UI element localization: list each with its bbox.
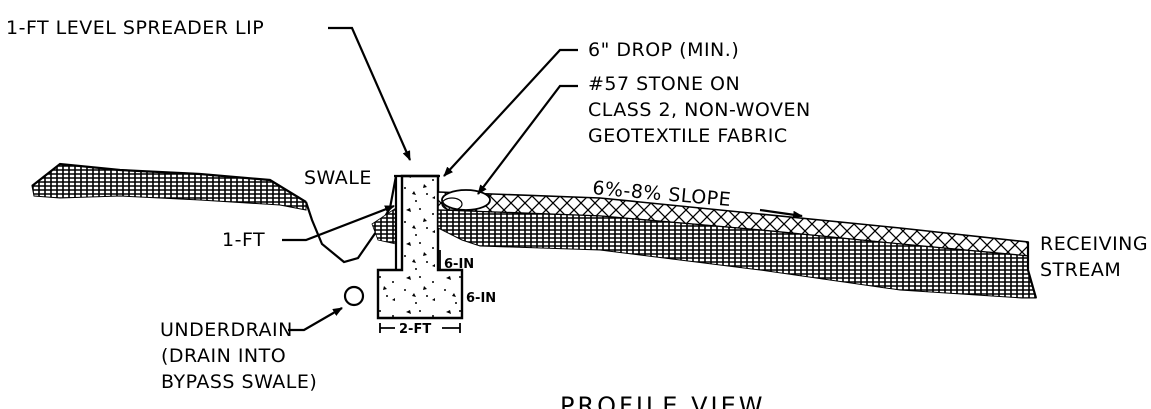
ground-surface-line-left <box>31 162 307 203</box>
receiving-stream-label-line1: RECEIVING <box>1040 233 1148 255</box>
swale-label: SWALE <box>304 167 372 189</box>
drop-leader <box>443 48 578 177</box>
drop-label: 6" DROP (MIN.) <box>588 39 739 61</box>
six-in-top-label: 6-IN <box>444 257 474 272</box>
stream-bank-line <box>1026 242 1038 299</box>
stone-cluster <box>441 197 463 211</box>
stone-cluster <box>441 189 491 211</box>
underdrain-leader <box>288 307 343 332</box>
spreader-lip-label: 1-FT LEVEL SPREADER LIP <box>6 17 264 39</box>
receiving-stream-label-line2: STREAM <box>1040 259 1121 281</box>
upslope-ground-hatch <box>31 163 307 211</box>
slope-arrow <box>759 208 803 219</box>
two-ft-dim-line <box>379 323 461 333</box>
underdrain-label-line2: (DRAIN INTO <box>161 345 286 367</box>
underdrain-pipe <box>343 285 365 307</box>
downslope-ground-hatch <box>437 209 1037 299</box>
six-in-side-label: 6-IN <box>466 291 496 306</box>
underdrain-label-line3: BYPASS SWALE) <box>161 371 317 393</box>
one-ft-leader <box>282 204 395 242</box>
stone-leader <box>477 84 578 195</box>
stone-label-line2: CLASS 2, NON-WOVEN <box>588 99 811 121</box>
underdrain-label-line1: UNDERDRAIN <box>160 319 293 341</box>
stone-label-line1: #57 STONE ON <box>588 73 740 95</box>
one-ft-label: 1-FT <box>222 229 265 251</box>
two-ft-label: 2-FT <box>399 322 431 337</box>
spreader-lip-leader <box>328 26 412 161</box>
view-title: PROFILE VIEW <box>560 392 765 409</box>
stone-label-line3: GEOTEXTILE FABRIC <box>588 125 788 147</box>
